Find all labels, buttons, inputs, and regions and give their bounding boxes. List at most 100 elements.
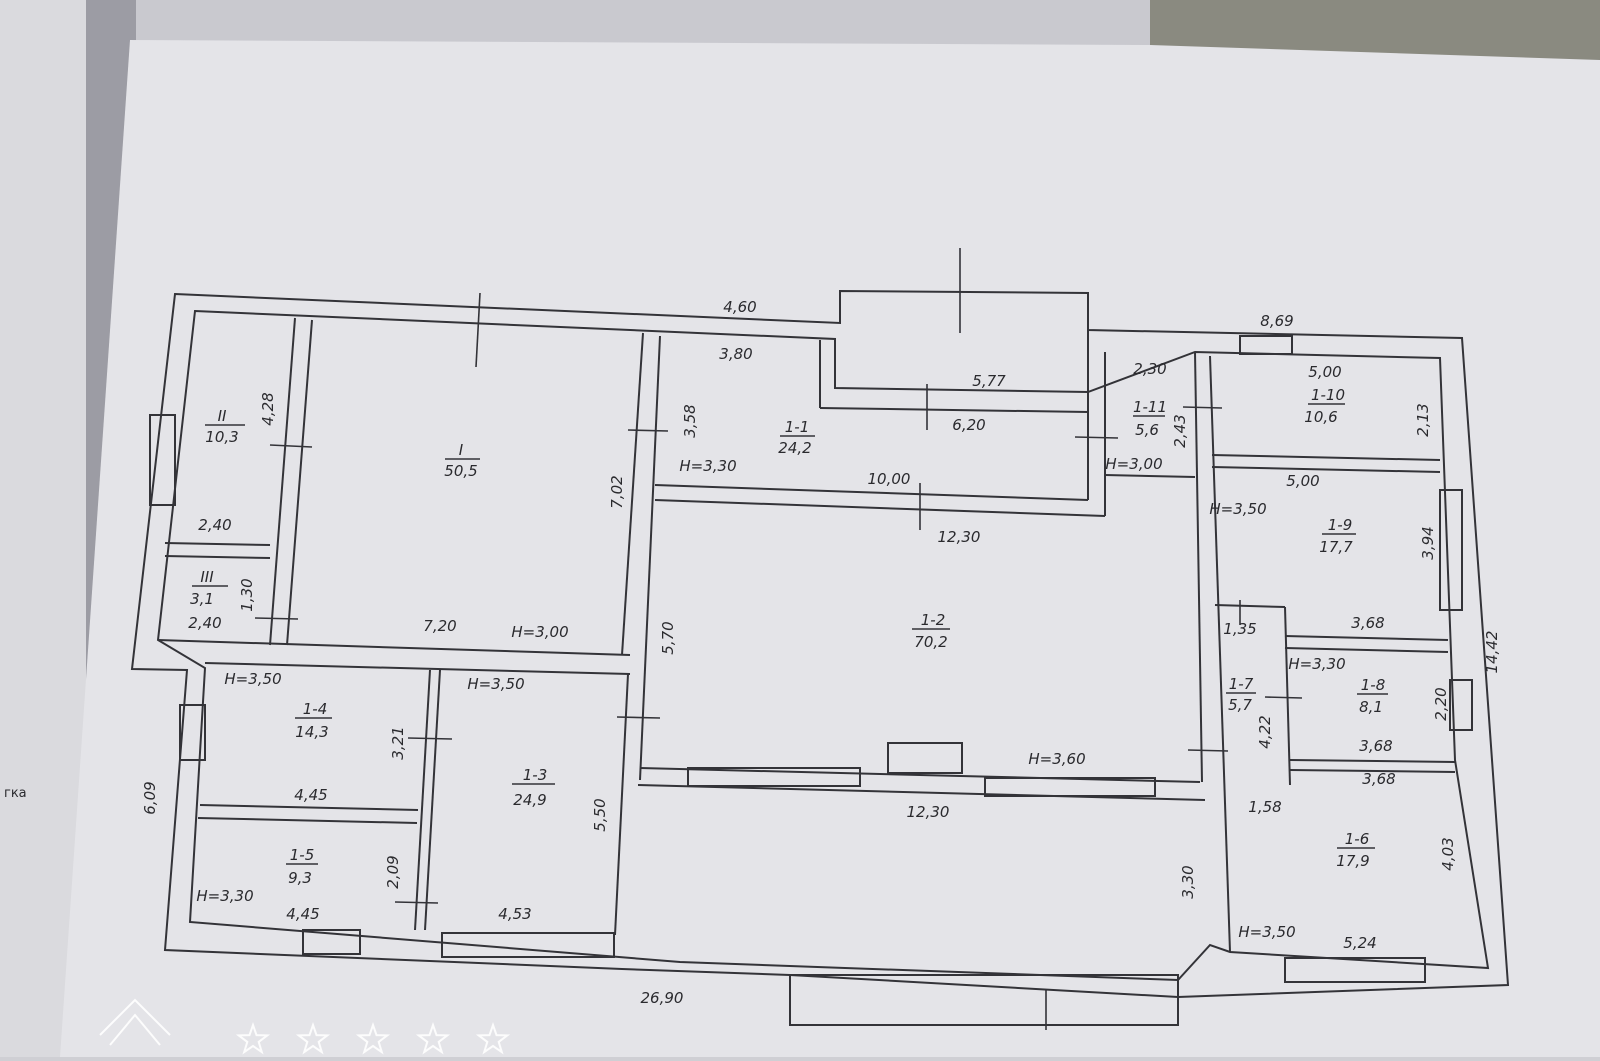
dimension: 2,40 xyxy=(198,516,231,534)
room-1-5: 1-59,3 xyxy=(286,846,318,887)
dimension: 4,22 xyxy=(1256,715,1274,748)
dimension: 2,13 xyxy=(1414,403,1432,436)
paper-sheet xyxy=(60,40,1600,1057)
dimension: 26,90 xyxy=(641,989,684,1007)
dimension: 2,30 xyxy=(1133,360,1166,378)
height-label: H=3,50 xyxy=(224,670,281,688)
room-1-6: 1-6 17,9 xyxy=(1336,830,1375,870)
room-area: 14,3 xyxy=(295,723,328,741)
room-area: 70,2 xyxy=(914,633,947,651)
dimension: 4,60 xyxy=(723,298,756,316)
room-area: 9,3 xyxy=(288,869,312,887)
height-label: H=3,30 xyxy=(1288,655,1345,673)
room-1-2: 1-2 70,2 xyxy=(912,611,950,651)
dimension: 4,45 xyxy=(294,786,327,804)
dimension: 1,35 xyxy=(1223,620,1256,638)
room-area: 5,6 xyxy=(1135,421,1159,439)
horizontal-dimensions: 4,60 8,69 3,80 5,77 2,30 5,00 6,20 2,40 … xyxy=(188,298,1395,1007)
room-area: 24,9 xyxy=(513,791,546,809)
room-id: 1-6 xyxy=(1345,830,1370,848)
dimension: 2,20 xyxy=(1432,687,1450,720)
height-label: H=3,00 xyxy=(511,623,568,641)
height-label: H=3,30 xyxy=(679,457,736,475)
star-icon xyxy=(355,1021,391,1055)
dimension: 3,58 xyxy=(681,404,699,437)
room-1-11: 1-11 5,6 xyxy=(1133,398,1167,439)
dimension: 3,30 xyxy=(1179,865,1197,898)
room-1-9: 1-9 17,7 xyxy=(1319,516,1356,556)
dimension: 4,45 xyxy=(286,905,319,923)
room-id: 1-2 xyxy=(921,611,946,629)
dimension: 4,28 xyxy=(259,392,277,425)
dimension: 3,21 xyxy=(389,726,407,759)
vertical-dimensions: 4,28 3,58 2,43 2,13 7,02 3,94 1,30 5,70 … xyxy=(141,392,1501,898)
room-id: 1-10 xyxy=(1311,386,1345,404)
dimension: 5,00 xyxy=(1308,363,1341,381)
dimension: 6,09 xyxy=(141,781,159,814)
dimension: 10,00 xyxy=(868,470,911,488)
height-label: H=3,50 xyxy=(1238,923,1295,941)
dimension: 5,50 xyxy=(591,798,609,831)
room-id: 1-5 xyxy=(290,846,315,864)
room-id: I xyxy=(459,441,464,459)
star-icon xyxy=(295,1021,331,1055)
dimension: 12,30 xyxy=(907,803,950,821)
room-area: 10,3 xyxy=(205,428,238,446)
room-1-3: 1-324,9 xyxy=(512,766,555,809)
room-1-1: 1-1 24,2 xyxy=(778,418,815,457)
room-area: 17,7 xyxy=(1319,538,1353,556)
dimension: 7,20 xyxy=(423,617,456,635)
room-area: 8,1 xyxy=(1359,698,1383,716)
dimension: 2,09 xyxy=(384,855,402,888)
room-area: 24,2 xyxy=(778,439,811,457)
room-id: 1-1 xyxy=(785,418,810,436)
room-id: 1-11 xyxy=(1133,398,1167,416)
dimension: 3,68 xyxy=(1359,737,1392,755)
room-area: 5,7 xyxy=(1228,696,1252,714)
height-label: H=3,50 xyxy=(467,675,524,693)
watermark xyxy=(99,998,511,1055)
dimension: 5,77 xyxy=(972,372,1006,390)
dimension: 8,69 xyxy=(1260,312,1293,330)
room-I: I 50,5 xyxy=(444,441,480,480)
star-icon xyxy=(235,1021,271,1055)
walls xyxy=(130,248,1510,1030)
room-id: 1-9 xyxy=(1328,516,1353,534)
dimension: 3,80 xyxy=(719,345,752,363)
room-id: II xyxy=(218,407,227,425)
rating-stars xyxy=(235,1021,511,1055)
dimension: 3,94 xyxy=(1419,526,1437,559)
dimension: 4,53 xyxy=(498,905,531,923)
dimension: 7,02 xyxy=(608,475,626,508)
dimension: 5,00 xyxy=(1286,472,1319,490)
dimension: 14,42 xyxy=(1483,631,1501,674)
room-id: 1-7 xyxy=(1229,675,1254,693)
room-II: II 10,3 xyxy=(205,407,245,446)
ceiling-heights: H=3,30 H=3,00 H=3,50 H=3,00 H=3,50 H=3,5… xyxy=(196,455,1345,941)
side-sheet-text: гка xyxy=(4,786,27,801)
height-label: H=3,60 xyxy=(1028,750,1085,768)
room-id: III xyxy=(200,568,214,586)
dimension: 3,68 xyxy=(1351,614,1384,632)
room-area: 50,5 xyxy=(444,462,477,480)
room-1-7: 1-75,7 xyxy=(1226,675,1256,714)
dimension: 6,20 xyxy=(952,416,985,434)
dimension: 12,30 xyxy=(938,528,981,546)
star-icon xyxy=(475,1021,511,1055)
height-label: H=3,00 xyxy=(1105,455,1162,473)
room-1-4: 1-4 14,3 xyxy=(295,700,332,741)
room-area: 17,9 xyxy=(1336,852,1369,870)
dimension: 5,24 xyxy=(1343,934,1376,952)
room-id: 1-4 xyxy=(303,700,328,718)
room-id: 1-8 xyxy=(1361,676,1386,694)
room-1-8: 1-88,1 xyxy=(1357,676,1388,716)
room-area: 3,1 xyxy=(190,590,214,608)
room-labels: II 10,3 I 50,5 III 3,1 1-1 24,2 1-11 5,6 1-10… xyxy=(190,386,1388,887)
dimension: 2,43 xyxy=(1171,414,1189,447)
dimension: 3,68 xyxy=(1362,770,1395,788)
house-logo-icon xyxy=(99,998,171,1046)
height-label: H=3,30 xyxy=(196,887,253,905)
dimension: 4,03 xyxy=(1439,837,1457,870)
